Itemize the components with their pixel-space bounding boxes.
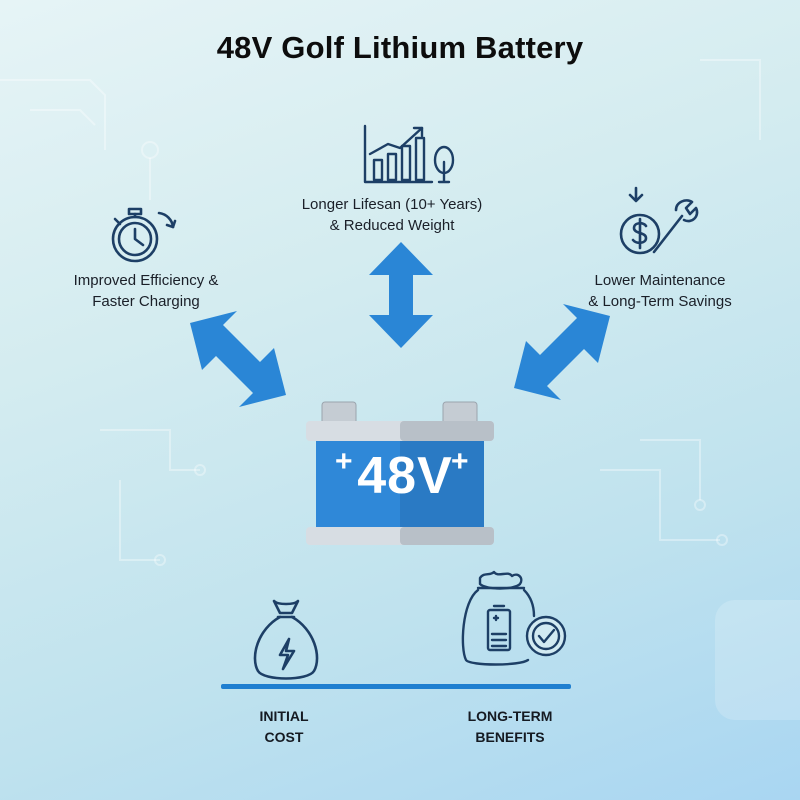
battery-graphic: [306, 401, 494, 545]
baseline-divider: [221, 684, 571, 689]
page-title: 48V Golf Lithium Battery: [216, 30, 584, 65]
feature-label-lifespan: Longer Lifesan (10+ Years) & Reduced Wei…: [301, 196, 483, 234]
feature-label-efficiency: Improved Efficiency & Faster Charging: [73, 272, 219, 310]
benefits-bag-icon: [461, 570, 567, 666]
battery-plus-left: +: [335, 445, 353, 478]
stopwatch-icon: [111, 207, 177, 263]
dollar-wrench-icon: [619, 186, 699, 255]
label-initial-cost: INITIAL COST: [259, 708, 309, 745]
label-long-term-benefits: LONG-TERM BENEFITS: [467, 708, 553, 745]
battery-plus-right: +: [451, 445, 469, 478]
battery-voltage-label: 48V: [357, 447, 453, 505]
growth-chart-icon: [363, 124, 455, 184]
money-bag-icon: [253, 599, 319, 680]
feature-label-maintenance: Lower Maintenance & Long-Term Savings: [588, 272, 732, 310]
